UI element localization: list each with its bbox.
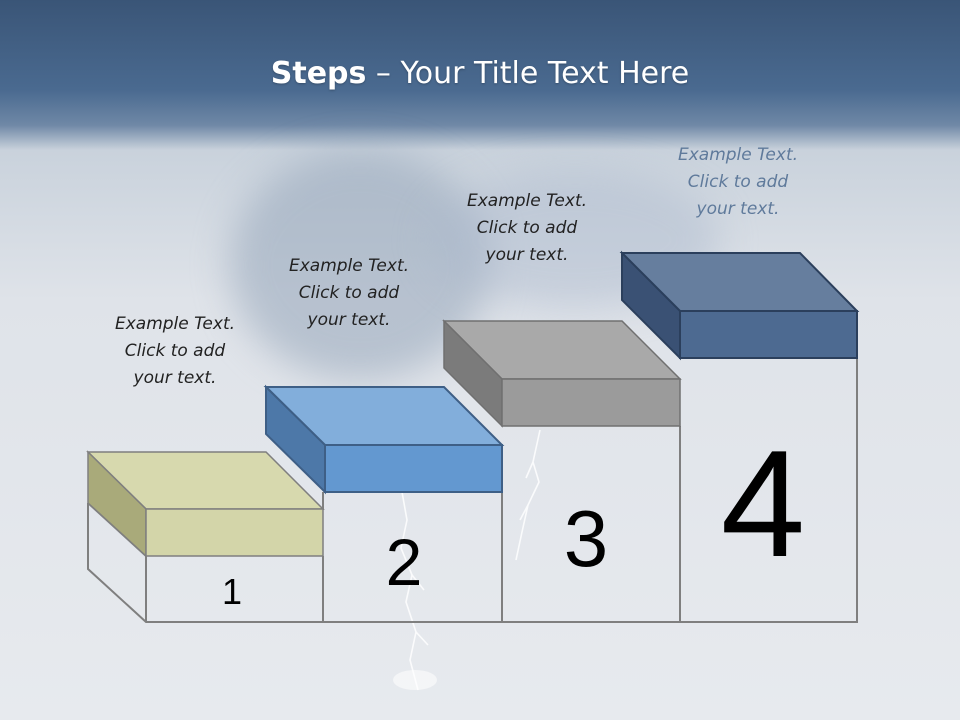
caption-line: your text. [133,368,217,388]
step-2-block[interactable] [263,384,505,495]
caption-line: your text. [307,310,391,330]
step-4-block[interactable] [619,250,860,361]
step-1-caption[interactable]: Example Text. Click to add your text. [90,311,260,392]
step-2-number: 2 [386,525,423,599]
step-1-front [145,508,324,557]
step-1-number: 1 [222,571,242,612]
step-3-caption[interactable]: Example Text. Click to add your text. [442,188,612,269]
step-4-number: 4 [721,419,806,589]
step-4-front [679,310,858,359]
step-2-front [324,444,503,493]
step-3-block[interactable] [442,319,682,428]
caption-line: your text. [696,199,780,219]
step-4-caption[interactable]: Example Text. Click to add your text. [653,142,823,223]
caption-line: Click to add [687,172,789,192]
caption-line: your text. [485,245,569,265]
step-3-front [501,378,681,427]
step-3-number: 3 [564,494,609,583]
step-1-block[interactable] [86,450,325,558]
caption-line: Click to add [476,218,578,238]
caption-line: Click to add [124,341,226,361]
slide-title[interactable]: Steps – Your Title Text Here [0,56,960,91]
lightning-glow [393,670,437,690]
title-text: – Your Title Text Here [366,56,690,91]
caption-line: Example Text. [288,256,410,276]
lightning-bolt [400,429,541,691]
title-bold-text: Steps [270,56,367,91]
caption-line: Example Text. [114,314,236,334]
caption-line: Example Text. [466,191,588,211]
caption-line: Example Text. [677,145,799,165]
step-2-caption[interactable]: Example Text. Click to add your text. [264,253,434,334]
caption-line: Click to add [298,283,400,303]
